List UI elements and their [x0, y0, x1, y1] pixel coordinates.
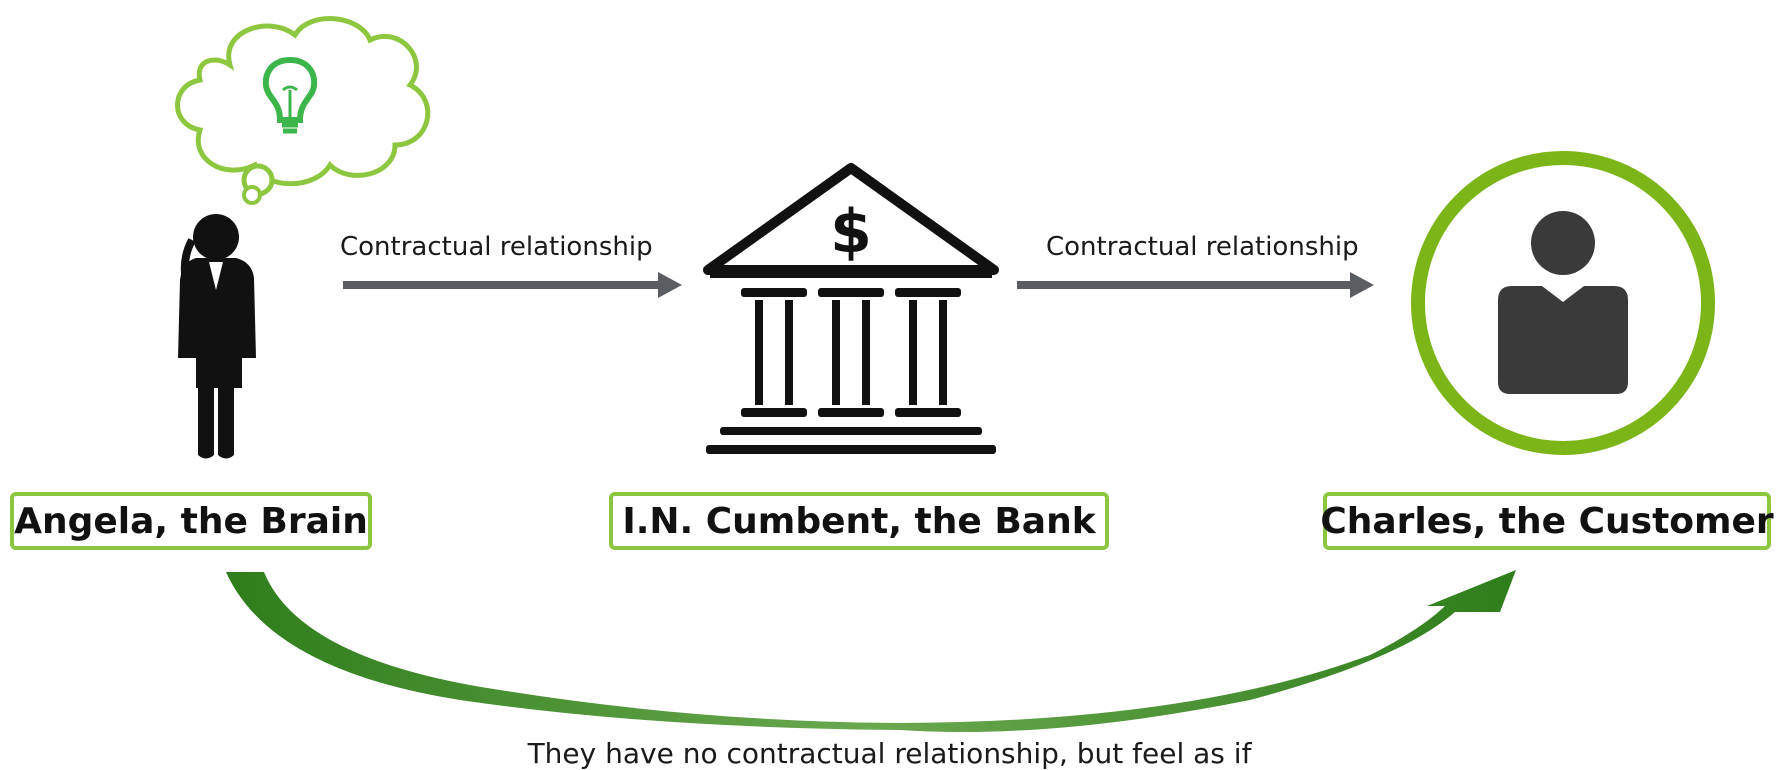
edge-label-1: Contractual relationship — [340, 232, 653, 262]
curved-arrow — [226, 570, 1516, 732]
svg-text:$: $ — [830, 197, 872, 267]
bank-building-icon: $ — [703, 163, 999, 454]
edge-label-2: Contractual relationship — [1046, 232, 1359, 262]
lightbulb-thought-cloud-icon — [175, 16, 431, 205]
contract-arrow-1 — [343, 272, 682, 298]
businesswoman-icon — [178, 214, 256, 459]
caption: They have no contractual relationship, b… — [527, 737, 1252, 770]
contract-arrow-2 — [1017, 272, 1374, 298]
node-brain: Angela, the Brain — [10, 492, 372, 550]
customer-avatar-icon — [1411, 151, 1715, 455]
node-bank: I.N. Cumbent, the Bank — [609, 492, 1109, 550]
node-customer: Charles, the Customer — [1320, 492, 1774, 550]
